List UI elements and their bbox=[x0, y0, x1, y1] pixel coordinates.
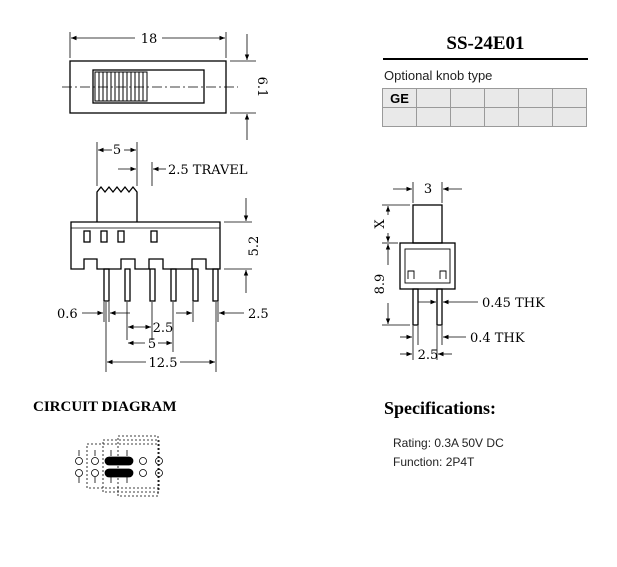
side-window-4 bbox=[150, 230, 158, 243]
dim-top-height: 6.1 bbox=[254, 77, 269, 98]
side-pin-5 bbox=[192, 268, 199, 302]
knob-type-table: GE bbox=[382, 88, 587, 127]
dim-travel: 2.5 TRAVEL bbox=[168, 163, 248, 178]
side-view bbox=[70, 142, 252, 372]
dim-pin-width: 0.6 bbox=[57, 307, 78, 322]
circuit-outline-1 bbox=[86, 443, 160, 489]
end-view bbox=[382, 182, 478, 360]
dim-end-knob-width: 3 bbox=[424, 182, 432, 197]
circuit-outline-2 bbox=[102, 439, 160, 493]
end-view-body bbox=[399, 242, 456, 290]
side-pin-2 bbox=[124, 268, 131, 302]
side-pin-3 bbox=[149, 268, 156, 302]
side-window-1 bbox=[83, 230, 91, 243]
part-number-title: SS-24E01 bbox=[446, 33, 525, 54]
end-view-knob bbox=[412, 204, 443, 244]
knob-cell-empty bbox=[416, 107, 451, 127]
side-window-2 bbox=[100, 230, 108, 243]
dim-knob-width: 5 bbox=[113, 143, 121, 158]
knob-cell-3 bbox=[450, 88, 485, 108]
knob-type-label: Optional knob type bbox=[384, 68, 493, 83]
dim-pin-pitch: 2.5 bbox=[153, 321, 174, 336]
knob-cell-empty bbox=[518, 107, 553, 127]
end-pin-2 bbox=[436, 288, 443, 326]
dim-pin-span: 5 bbox=[148, 337, 156, 352]
dim-body-height: 5.2 bbox=[247, 236, 262, 257]
circuit-outline-3 bbox=[117, 435, 159, 497]
circuit-contact-1 bbox=[104, 456, 134, 466]
spec-function: Function: 2P4T bbox=[393, 455, 475, 469]
knob-cell-6 bbox=[552, 88, 587, 108]
side-pin-1 bbox=[103, 268, 110, 302]
dim-thk-2: 0.4 THK bbox=[470, 331, 525, 346]
specifications-title: Specifications: bbox=[384, 398, 496, 418]
dim-overall-length: 12.5 bbox=[149, 356, 178, 371]
circuit-diagram bbox=[75, 435, 163, 497]
side-window-3 bbox=[117, 230, 125, 243]
dim-right-offset: 2.5 bbox=[248, 307, 269, 322]
knob-cell-empty bbox=[552, 107, 587, 127]
spec-rating: Rating: 0.3A 50V DC bbox=[393, 436, 504, 450]
circuit-diagram-title: CIRCUIT DIAGRAM bbox=[33, 399, 177, 415]
dim-end-body-height: 8.9 bbox=[373, 274, 388, 295]
dim-knob-height: X bbox=[373, 219, 388, 229]
side-view-knob bbox=[96, 185, 138, 222]
knob-cell-1: GE bbox=[382, 88, 417, 108]
top-view-knob bbox=[94, 71, 148, 102]
knob-cell-empty bbox=[382, 107, 417, 127]
dim-thk-1: 0.45 THK bbox=[482, 296, 545, 311]
side-view-body bbox=[70, 221, 221, 270]
side-pin-4 bbox=[170, 268, 177, 302]
end-pin-1 bbox=[412, 288, 419, 326]
top-view bbox=[62, 32, 256, 140]
dim-top-width: 18 bbox=[141, 32, 158, 47]
title-underline bbox=[383, 58, 588, 60]
top-view-slot bbox=[92, 69, 205, 104]
circuit-contact-2 bbox=[104, 468, 134, 478]
dim-end-pitch: 2.5 bbox=[418, 348, 439, 363]
side-pin-6 bbox=[212, 268, 219, 302]
